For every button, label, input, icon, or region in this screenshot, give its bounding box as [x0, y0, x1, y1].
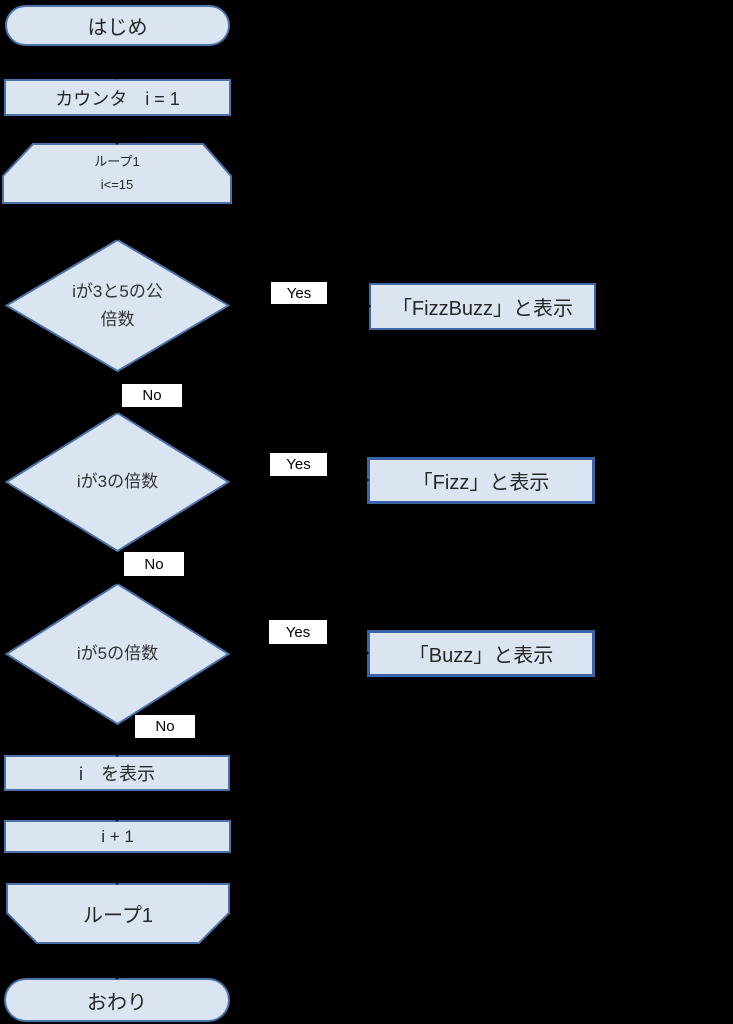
branch-no-fizzbuzz: No — [122, 384, 182, 407]
decision-buzz-label: iが5の倍数 — [76, 644, 159, 664]
display-label: i を表示 — [79, 764, 155, 784]
increment-process: i + 1 — [4, 820, 231, 853]
display-process: i を表示 — [4, 755, 230, 791]
output-fizz-label: 「Fizz」と表示 — [412, 472, 550, 494]
decision-fizzbuzz: iが3と5の公 倍数 — [5, 239, 230, 372]
arrow-right-icon — [364, 301, 371, 311]
decision-fizz-label: iが3の倍数 — [76, 472, 159, 492]
arrow-down-icon — [112, 973, 122, 980]
branch-yes-buzz: Yes — [269, 620, 327, 644]
output-fizz: 「Fizz」と表示 — [367, 457, 595, 504]
no-label: No — [142, 387, 162, 404]
branch-no-buzz: No — [135, 715, 195, 738]
arrow-down-icon — [112, 578, 122, 585]
arrow-down-icon — [112, 750, 122, 757]
arrow-right-icon — [362, 648, 369, 658]
decision-fizz: iが3の倍数 — [5, 412, 230, 552]
no-label: No — [155, 718, 175, 735]
yes-label: Yes — [286, 284, 312, 302]
arrow-down-icon — [112, 815, 122, 822]
init-label: カウンタ i = 1 — [55, 88, 180, 109]
init-process: カウンタ i = 1 — [4, 79, 231, 116]
start-terminal: はじめ — [5, 5, 230, 46]
decision-buzz: iが5の倍数 — [5, 583, 230, 725]
loop-start-shape — [2, 143, 232, 204]
loop-end: ループ1 — [6, 883, 230, 944]
increment-label: i + 1 — [101, 826, 134, 846]
branch-yes-fizz: Yes — [270, 453, 327, 476]
end-terminal: おわり — [4, 978, 230, 1022]
arrow-down-icon — [112, 407, 122, 414]
loop-end-name: ループ1 — [83, 905, 153, 927]
decision-fizzbuzz-line1: iが3と5の公 — [72, 282, 163, 302]
arrow-down-icon — [112, 138, 122, 145]
decision-fizzbuzz-shape — [5, 239, 230, 372]
output-buzz: 「Buzz」と表示 — [367, 630, 595, 677]
loop-start: ループ1 i<=15 — [2, 143, 232, 204]
arrow-down-icon — [112, 878, 122, 885]
output-fizzbuzz-label: 「FizzBuzz」と表示 — [391, 298, 574, 320]
decision-fizz-shape — [5, 412, 230, 552]
yes-label: Yes — [286, 456, 311, 473]
branch-no-fizz: No — [124, 552, 184, 576]
branch-yes-fizzbuzz: Yes — [271, 282, 327, 304]
start-label: はじめ — [87, 17, 148, 39]
no-label: No — [144, 555, 164, 573]
arrow-down-icon — [112, 73, 122, 80]
decision-buzz-shape — [5, 583, 230, 725]
decision-fizzbuzz-line2: 倍数 — [100, 309, 135, 329]
arrow-right-icon — [362, 475, 369, 485]
end-label: おわり — [87, 991, 147, 1014]
loop-end-shape — [6, 883, 230, 944]
output-fizzbuzz: 「FizzBuzz」と表示 — [369, 283, 596, 330]
loop-start-name: ループ1 — [94, 153, 140, 169]
yes-label: Yes — [285, 623, 311, 641]
loop-start-condition: i<=15 — [100, 176, 134, 192]
arrow-down-icon — [112, 234, 122, 241]
output-buzz-label: 「Buzz」と表示 — [408, 645, 554, 667]
